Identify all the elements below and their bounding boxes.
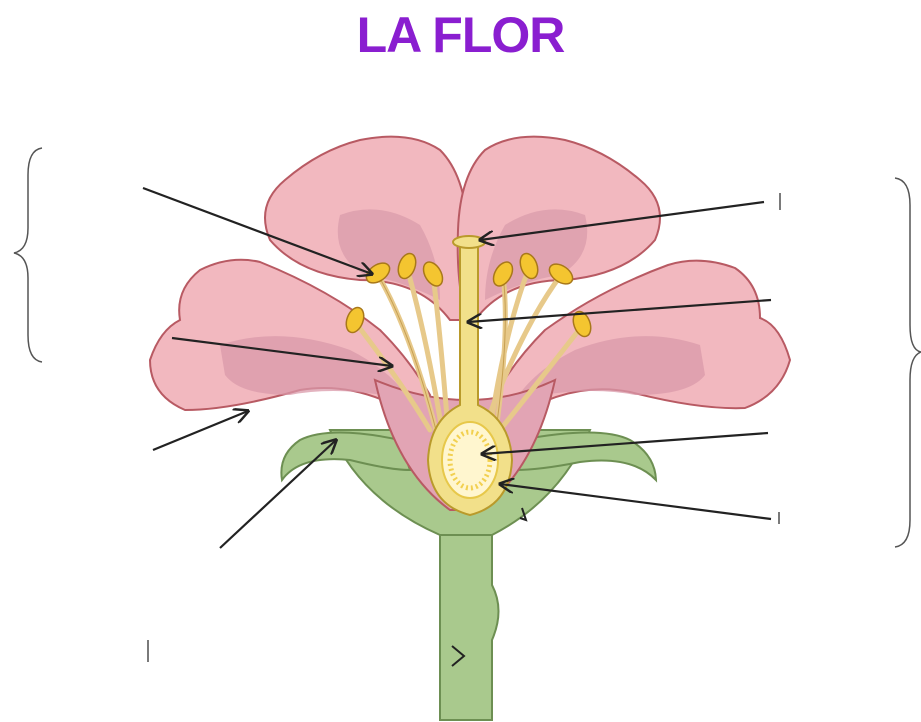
arrow-sepal: [220, 440, 336, 548]
right-brace: [895, 178, 921, 547]
arrow-petal: [153, 411, 248, 450]
stigma: [453, 236, 485, 248]
left-brace: [14, 148, 42, 362]
stem: [440, 520, 499, 720]
